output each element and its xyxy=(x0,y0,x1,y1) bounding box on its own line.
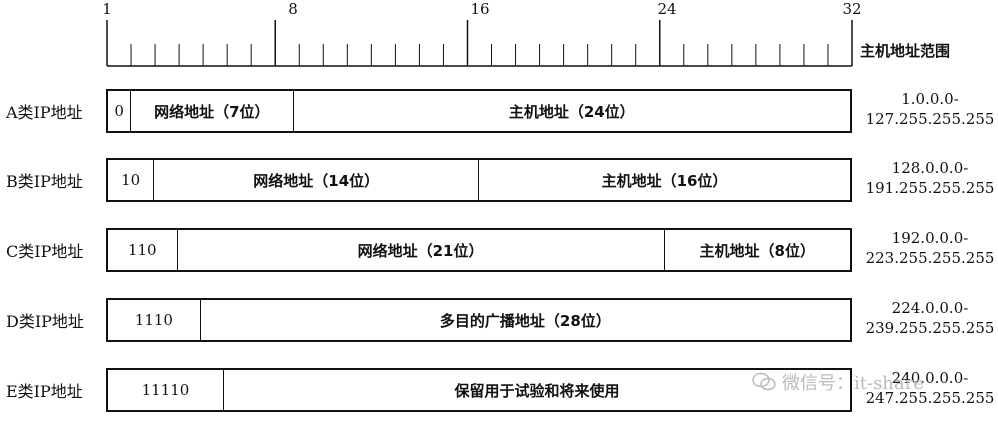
watermark-text: 微信号：it-share xyxy=(782,373,924,394)
ruler-label-1: 1 xyxy=(102,0,112,18)
range-start: 192.0.0.0- xyxy=(891,229,969,247)
address-range: 1.0.0.0- 127.255.255.255 xyxy=(862,89,998,129)
ip-class-row: D类IP地址 1110 多目的广播地址（28位） 224.0.0.0- 239.255.… xyxy=(0,298,998,344)
range-end: 191.255.255.255 xyxy=(865,179,995,197)
ruler-label-24: 24 xyxy=(657,0,677,18)
ip-class-row: E类IP地址 11110 保留用于试验和将来使用 240.0.0.0- 247.255.… xyxy=(0,368,998,414)
class-label: B类IP地址 xyxy=(6,172,83,191)
range-start: 128.0.0.0- xyxy=(891,159,969,177)
range-start: 224.0.0.0- xyxy=(891,299,969,317)
range-start: 240.0.0.0- xyxy=(891,369,969,387)
class-label: A类IP地址 xyxy=(6,103,83,122)
bit-ruler: 1 8 16 24 32 主机地址范围 xyxy=(0,0,998,80)
address-segment: 网络地址（7位） xyxy=(131,91,294,131)
ruler-ticks xyxy=(106,20,853,67)
ruler-label-8: 8 xyxy=(288,0,298,18)
address-range: 240.0.0.0- 247.255.255.255 xyxy=(862,368,998,408)
address-segment: 网络地址（21位） xyxy=(178,230,665,270)
class-label: C类IP地址 xyxy=(6,242,84,261)
ruler-label-16: 16 xyxy=(470,0,490,18)
address-segment: 网络地址（14位） xyxy=(154,160,479,200)
wechat-icon xyxy=(752,372,776,391)
watermark: 微信号：it-share xyxy=(752,362,972,402)
class-prefix-field: 10 xyxy=(108,160,155,200)
address-bit-field: 11110 保留用于试验和将来使用 xyxy=(106,368,852,412)
address-range: 224.0.0.0- 239.255.255.255 xyxy=(862,298,998,338)
class-label: D类IP地址 xyxy=(6,312,84,331)
class-prefix-field: 11110 xyxy=(108,370,224,410)
range-end: 247.255.255.255 xyxy=(865,389,995,407)
range-start: 1.0.0.0- xyxy=(901,90,959,108)
address-range: 192.0.0.0- 223.255.255.255 xyxy=(862,228,998,268)
range-end: 127.255.255.255 xyxy=(865,110,995,128)
class-prefix-field: 1110 xyxy=(108,300,201,340)
class-prefix-field: 0 xyxy=(108,91,132,131)
address-bit-field: 1110 多目的广播地址（28位） xyxy=(106,298,852,342)
address-range: 128.0.0.0- 191.255.255.255 xyxy=(862,158,998,198)
address-segment: 多目的广播地址（28位） xyxy=(439,311,611,330)
class-prefix-field: 110 xyxy=(108,230,178,270)
ruler-label-32: 32 xyxy=(842,0,862,18)
address-segment: 主机地址（8位） xyxy=(699,241,815,260)
range-end: 239.255.255.255 xyxy=(865,319,995,337)
class-label: E类IP地址 xyxy=(6,382,83,401)
address-segment: 主机地址（16位） xyxy=(601,171,728,190)
address-segment: 主机地址（24位） xyxy=(508,102,635,121)
address-segment: 保留用于试验和将来使用 xyxy=(454,381,620,400)
range-column-header: 主机地址范围 xyxy=(860,42,951,60)
range-end: 223.255.255.255 xyxy=(865,249,995,267)
